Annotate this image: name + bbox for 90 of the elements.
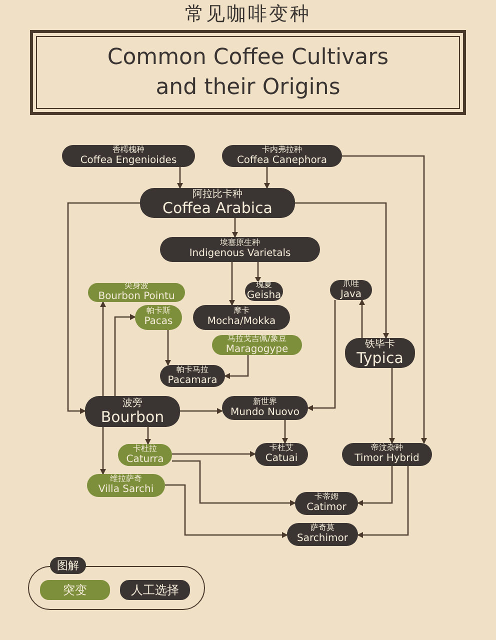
latin-name: Typica xyxy=(356,350,404,367)
chinese-name: 香樗槐种 xyxy=(112,146,144,155)
latin-name: Bourbon xyxy=(100,408,164,426)
latin-name: Bourbon Pointu xyxy=(98,291,175,303)
arrow xyxy=(177,167,183,189)
variety-pill xyxy=(245,282,283,301)
arrow xyxy=(295,202,389,339)
arrow xyxy=(172,460,296,506)
latin-name: Timor Hybrid xyxy=(354,453,420,465)
chinese-name: 帕卡斯 xyxy=(146,307,170,316)
variety-pill xyxy=(255,443,308,466)
arrow xyxy=(165,484,288,538)
arrow xyxy=(232,218,238,238)
latin-name: Mundo Nuovo xyxy=(230,406,300,418)
variety-pill xyxy=(212,335,302,355)
arrow xyxy=(180,408,223,414)
variety-pill xyxy=(88,283,185,302)
variety-pill xyxy=(160,237,320,262)
chinese-name: 铁毕卡 xyxy=(365,339,395,350)
latin-name: Sarchimor xyxy=(297,533,348,545)
arrow xyxy=(100,301,106,396)
variety-pill xyxy=(160,365,225,387)
latin-name: Maragogype xyxy=(226,344,288,356)
chinese-name: 马拉戈吉佩/象豆 xyxy=(228,334,286,344)
arrow xyxy=(359,299,365,338)
latin-name: Indigenous Varietals xyxy=(189,248,291,260)
legend-item: 突变 xyxy=(40,580,110,600)
chinese-name: 埃塞原生种 xyxy=(220,239,260,248)
title-frame xyxy=(30,30,466,115)
arrow xyxy=(307,300,336,411)
arrow xyxy=(357,466,409,538)
variety-pill xyxy=(295,492,358,515)
arrow xyxy=(342,155,427,444)
arrow xyxy=(172,451,256,457)
variety-pill xyxy=(330,280,372,300)
chinese-name: 维拉萨奇 xyxy=(110,475,142,484)
arrow xyxy=(357,466,393,506)
variety-pill xyxy=(85,396,180,427)
arrow xyxy=(229,262,235,306)
chinese-name: 爪哇 xyxy=(343,280,359,289)
latin-name: Caturra xyxy=(126,454,164,466)
variety-pill xyxy=(135,305,182,330)
chinese-name: 卡蒂姆 xyxy=(314,493,338,502)
chinese-name: 卡杜拉 xyxy=(133,444,157,454)
chinese-name: 卡内弗拉种 xyxy=(262,146,302,155)
arrow xyxy=(114,314,136,396)
latin-name: Coffea Canephora xyxy=(236,154,328,166)
chinese-name: 尖身波 xyxy=(124,282,148,291)
page-title: 常见咖啡变种 xyxy=(184,2,312,27)
variety-pill xyxy=(193,305,290,330)
variety-pill xyxy=(342,443,432,466)
legend-heading: 图解 xyxy=(50,557,86,574)
chinese-name: 帝汶杂种 xyxy=(371,444,403,453)
latin-name: Geisha xyxy=(246,290,282,302)
variety-pill xyxy=(345,338,415,368)
arrow xyxy=(282,420,288,444)
chinese-name: 卡杜艾 xyxy=(270,444,294,453)
latin-name: Villa Sarchi xyxy=(98,484,154,496)
latin-name: Mocha/Mokka xyxy=(207,316,276,328)
variety-pill xyxy=(222,396,308,420)
latin-name: Catuai xyxy=(265,453,298,465)
arrow xyxy=(165,330,171,366)
latin-name: Coffea Arabica xyxy=(162,200,272,217)
arrow xyxy=(224,355,249,379)
heading-text: Common Coffee Cultivars and their Origins xyxy=(106,44,390,102)
legend-item: 人工选择 xyxy=(120,580,190,600)
chinese-name: 帕卡马拉 xyxy=(176,366,208,375)
arrow xyxy=(100,427,106,475)
chinese-name: 瑰夏 xyxy=(256,281,272,290)
latin-name: Pacas xyxy=(144,316,173,328)
arrow xyxy=(389,368,395,444)
variety-pill xyxy=(62,145,195,167)
arrow xyxy=(67,202,140,414)
latin-name: Pacamara xyxy=(168,374,218,386)
arrow xyxy=(264,167,270,189)
variety-pill xyxy=(222,145,342,167)
variety-pill xyxy=(140,188,295,218)
arrow xyxy=(145,427,151,445)
chinese-name: 萨奇莫 xyxy=(310,524,334,533)
variety-pill xyxy=(287,523,358,546)
latin-name: Java xyxy=(340,288,362,300)
arrow xyxy=(255,262,261,283)
latin-name: Coffea Engenioides xyxy=(80,154,177,166)
chinese-name: 阿拉比卡种 xyxy=(192,189,242,200)
chinese-name: 波旁 xyxy=(122,398,142,409)
variety-pill xyxy=(87,474,165,497)
latin-name: Catimor xyxy=(306,502,346,514)
chinese-name: 摩卡 xyxy=(234,307,250,316)
chinese-name: 新世界 xyxy=(253,398,277,407)
variety-pill xyxy=(118,444,172,466)
